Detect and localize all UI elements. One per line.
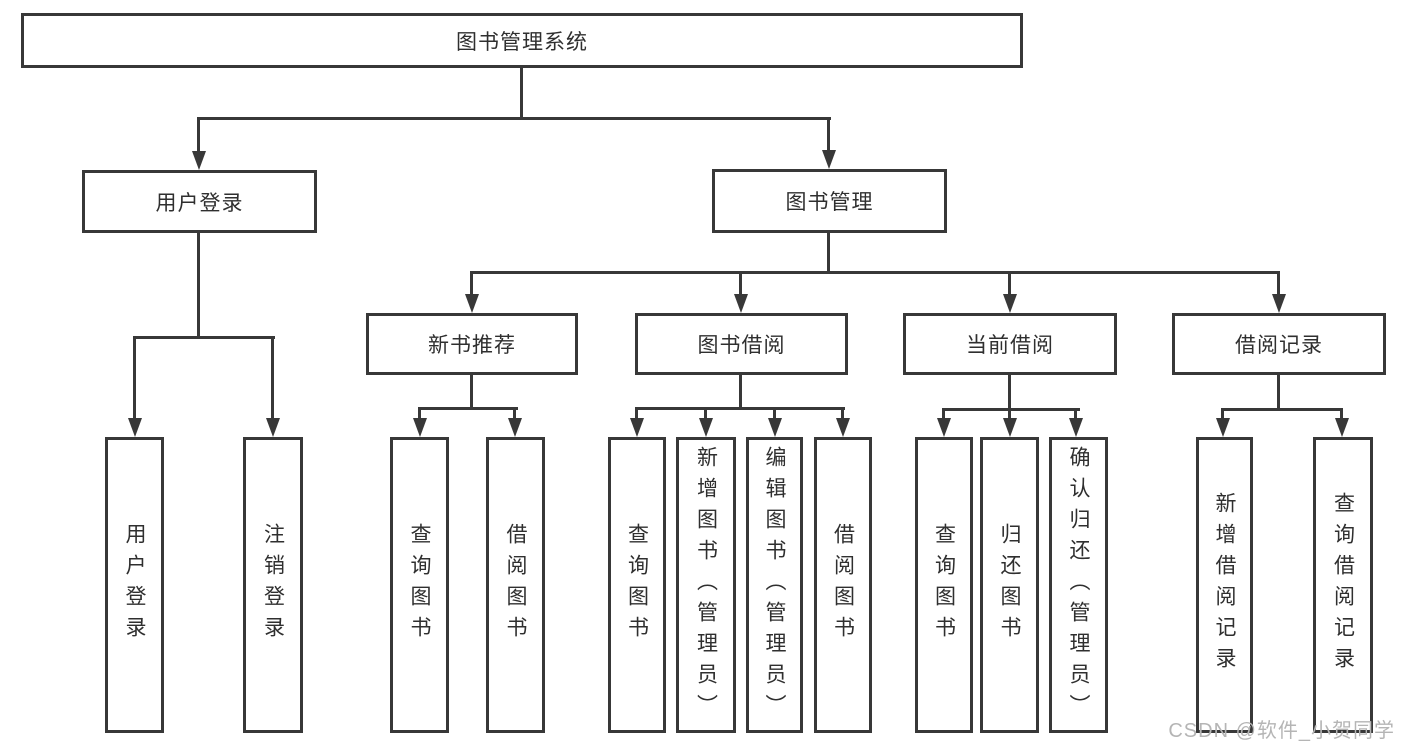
connector-line	[271, 336, 274, 420]
connector-line	[418, 407, 518, 410]
connector-line	[1008, 408, 1011, 421]
connector-line	[1277, 271, 1280, 297]
connector-line	[513, 407, 516, 421]
arrowhead-icon	[699, 418, 713, 437]
node-book-management: 图书管理	[712, 169, 947, 233]
connector-line	[470, 271, 473, 297]
connector-line	[739, 271, 742, 297]
arrowhead-icon	[1003, 418, 1017, 437]
connector-line	[197, 117, 831, 120]
arrowhead-icon	[465, 294, 479, 313]
leaf-add-borrow-record: 新增借阅记录	[1196, 437, 1253, 733]
leaf-add-book-admin: 新增图书（管理员）	[676, 437, 736, 733]
connector-line	[133, 336, 275, 339]
node-root: 图书管理系统	[21, 13, 1023, 68]
node-current-borrow: 当前借阅	[903, 313, 1117, 375]
connector-line	[827, 117, 830, 153]
arrowhead-icon	[1069, 418, 1083, 437]
connector-line	[520, 68, 523, 120]
arrowhead-icon	[508, 418, 522, 437]
connector-line	[418, 407, 421, 421]
connector-line	[635, 407, 638, 421]
connector-line	[1008, 375, 1011, 410]
arrowhead-icon	[937, 418, 951, 437]
arrowhead-icon	[1272, 294, 1286, 313]
connector-line	[942, 408, 945, 421]
connector-line	[773, 407, 776, 421]
node-book-borrow: 图书借阅	[635, 313, 848, 375]
arrowhead-icon	[1335, 418, 1349, 437]
arrowhead-icon	[192, 151, 206, 170]
connector-line	[1008, 271, 1011, 297]
arrowhead-icon	[1216, 418, 1230, 437]
arrowhead-icon	[1003, 294, 1017, 313]
leaf-edit-book-admin: 编辑图书（管理员）	[746, 437, 803, 733]
leaf-return-book: 归还图书	[980, 437, 1039, 733]
arrowhead-icon	[413, 418, 427, 437]
connector-line	[1221, 408, 1343, 411]
leaf-borrow-book-2: 借阅图书	[814, 437, 872, 733]
connector-line	[1340, 408, 1343, 421]
connector-line	[197, 233, 200, 339]
connector-line	[197, 117, 200, 153]
leaf-borrow-book-1: 借阅图书	[486, 437, 545, 733]
connector-line	[841, 407, 844, 421]
leaf-query-borrow-record: 查询借阅记录	[1313, 437, 1373, 733]
node-user-login: 用户登录	[82, 170, 317, 233]
connector-line	[1074, 408, 1077, 421]
arrowhead-icon	[836, 418, 850, 437]
leaf-query-book-2: 查询图书	[608, 437, 666, 733]
arrowhead-icon	[128, 418, 142, 437]
arrowhead-icon	[630, 418, 644, 437]
arrowhead-icon	[822, 150, 836, 169]
connector-line	[704, 407, 707, 421]
node-borrow-record: 借阅记录	[1172, 313, 1386, 375]
leaf-user-login: 用户登录	[105, 437, 164, 733]
leaf-confirm-return-admin: 确认归还（管理员）	[1049, 437, 1108, 733]
connector-line	[133, 336, 136, 420]
connector-line	[1221, 408, 1224, 421]
connector-line	[470, 375, 473, 410]
arrowhead-icon	[734, 294, 748, 313]
connector-line	[470, 271, 1280, 274]
leaf-query-book-3: 查询图书	[915, 437, 973, 733]
connector-line	[1277, 375, 1280, 410]
connector-line	[942, 408, 1080, 411]
arrowhead-icon	[266, 418, 280, 437]
connector-line	[635, 407, 845, 410]
connector-line	[827, 233, 830, 274]
arrowhead-icon	[768, 418, 782, 437]
csdn-watermark: CSDN @软件_小贺同学	[1168, 720, 1395, 742]
connector-line	[739, 375, 742, 410]
leaf-logout: 注销登录	[243, 437, 303, 733]
node-new-book-recommend: 新书推荐	[366, 313, 578, 375]
leaf-query-book-1: 查询图书	[390, 437, 449, 733]
